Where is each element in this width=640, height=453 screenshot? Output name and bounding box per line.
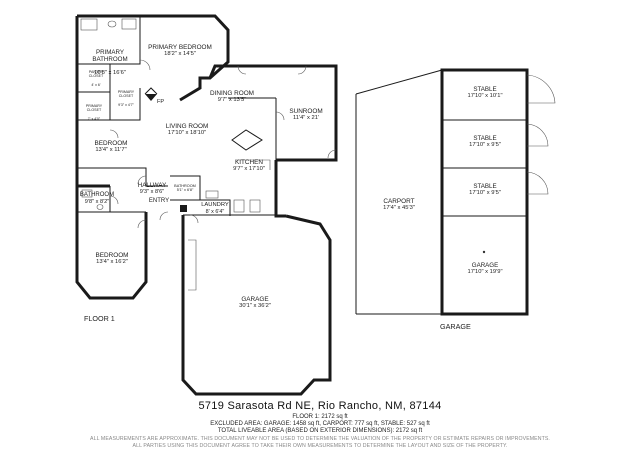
house-walls: [75, 14, 338, 396]
fixtures: [80, 18, 271, 291]
total-area: TOTAL LIVEABLE AREA (BASED ON EXTERIOR D…: [217, 428, 423, 434]
floor-area: FLOOR 1: 2172 sq ft: [292, 414, 348, 420]
disclaimer-line-1: ALL MEASUREMENTS ARE APPROXIMATE. THIS D…: [90, 436, 550, 442]
excluded-area: EXCLUDED AREA: GARAGE: 1458 sq ft, CARPO…: [210, 421, 430, 427]
interior-walls: [77, 16, 277, 216]
property-address: 5719 Sarasota Rd NE, Rio Rancho, NM, 871…: [198, 400, 442, 412]
disclaimer-line-2: ALL PARTIES USING THIS DOCUMENT AGREE TO…: [132, 443, 508, 449]
door-swings: [109, 59, 337, 229]
outbuilding: [355, 68, 556, 316]
